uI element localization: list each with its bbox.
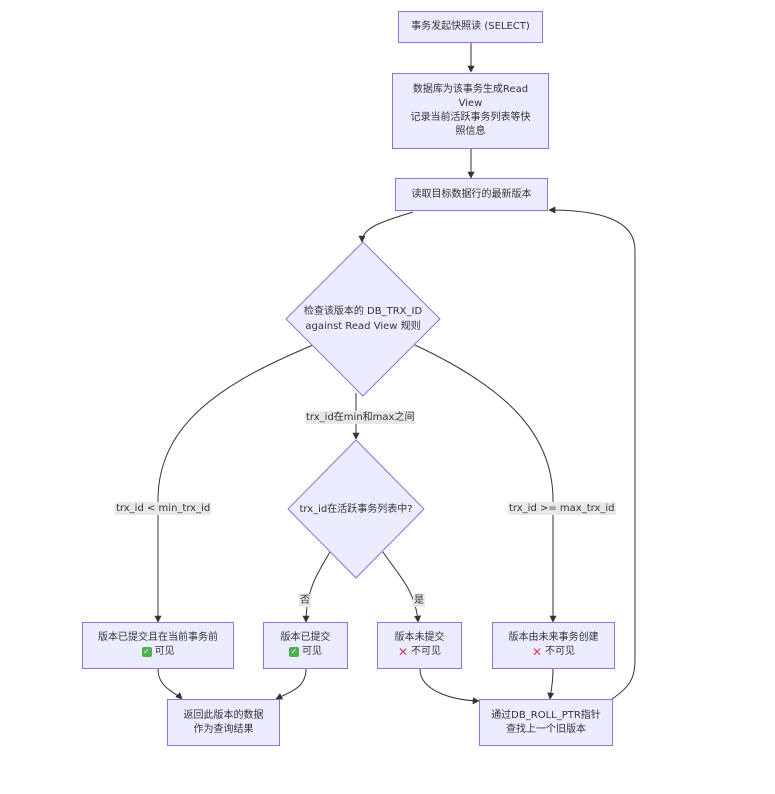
uncommitted-node: 版本未提交 ✕不可见 (377, 622, 462, 669)
future-line-2: 不可见 (545, 646, 576, 657)
cross-mark-icon: ✕ (397, 645, 409, 659)
generate-line-2: View (458, 98, 483, 109)
active-list-text: trx_id在活跃事务列表中? (291, 500, 421, 518)
edge-read-to-check (358, 211, 414, 243)
check-version-text: 检查该版本的 DB_TRX_ID against Read View 规则 (296, 300, 430, 338)
edge-active-to-uncommitted (382, 551, 422, 623)
return-line-2: 作为查询结果 (193, 723, 254, 735)
edge-committed-to-return (275, 668, 307, 700)
edge-label-greater-than-max: trx_id >= max_trx_id (508, 502, 616, 515)
active-list-diamond (287, 439, 425, 579)
future-node: 版本由未来事务创建 ✕不可见 (492, 622, 615, 669)
committed-line-1: 版本已提交 (280, 632, 331, 643)
committed-before-line-1: 版本已提交且在当前事务前 (98, 632, 218, 643)
edge-active-to-committed (302, 551, 331, 623)
edge-check-to-future (414, 344, 557, 623)
uncommitted-line-2: 不可见 (411, 646, 442, 657)
future-line-1: 版本由未来事务创建 (508, 632, 599, 643)
committed-before-node: 版本已提交且在当前事务前 ✓可见 (82, 622, 234, 669)
start-node: 事务发起快照读 (SELECT) (398, 11, 543, 43)
start-node-label: 事务发起快照读 (SELECT) (411, 21, 530, 32)
edge-label-yes: 是 (413, 594, 425, 607)
generate-line-3: 记录当前活跃事务列表等快 (410, 112, 531, 123)
generate-line-4: 照信息 (455, 126, 486, 137)
edge-check-to-committed-before (154, 344, 314, 623)
uncommitted-line-1: 版本未提交 (394, 632, 445, 643)
check-mark-icon: ✓ (141, 647, 152, 657)
check-line-1: 检查该版本的 DB_TRX_ID (303, 306, 423, 317)
committed-status: ✓可见 (289, 645, 322, 660)
edge-label-between: trx_id在min和max之间 (305, 411, 416, 424)
future-status: ✕不可见 (532, 645, 575, 660)
read-latest-label: 读取目标数据行的最新版本 (411, 188, 532, 200)
edge-uncommitted-to-rollptr (419, 668, 480, 705)
check-line-2: against Read View 规则 (305, 321, 421, 332)
roll-ptr-node: 通过DB_ROLL_PTR指针 查找上一个旧版本 (479, 699, 613, 746)
cross-mark-icon: ✕ (531, 645, 543, 659)
check-mark-icon: ✓ (289, 647, 299, 657)
generate-read-view-node: 数据库为该事务生成Read View 记录当前活跃事务列表等快 照信息 (392, 73, 549, 149)
edge-label-no: 否 (299, 594, 311, 607)
active-check-label: trx_id在活跃事务列表中? (299, 503, 413, 515)
edge-committed-before-to-return (157, 668, 183, 700)
edge-future-to-rollptr (547, 668, 555, 700)
committed-before-line-2: 可见 (154, 646, 175, 657)
committed-before-status: ✓可见 (141, 645, 175, 660)
edge-label-less-than-min: trx_id < min_trx_id (115, 502, 212, 515)
read-latest-node: 读取目标数据行的最新版本 (395, 178, 548, 211)
generate-line-1: 数据库为该事务生成Read (412, 84, 529, 95)
rollptr-line-2: 查找上一个旧版本 (506, 723, 586, 735)
return-line-1: 返回此版本的数据 (183, 709, 264, 721)
rollptr-line-1: 通过DB_ROLL_PTR指针 (491, 709, 601, 721)
uncommitted-status: ✕不可见 (398, 645, 441, 660)
edge-rollptr-loop-to-read (548, 206, 636, 700)
return-result-node: 返回此版本的数据 作为查询结果 (167, 699, 280, 746)
committed-node: 版本已提交 ✓可见 (263, 622, 348, 669)
committed-line-2: 可见 (302, 646, 322, 657)
check-version-diamond (285, 241, 441, 397)
